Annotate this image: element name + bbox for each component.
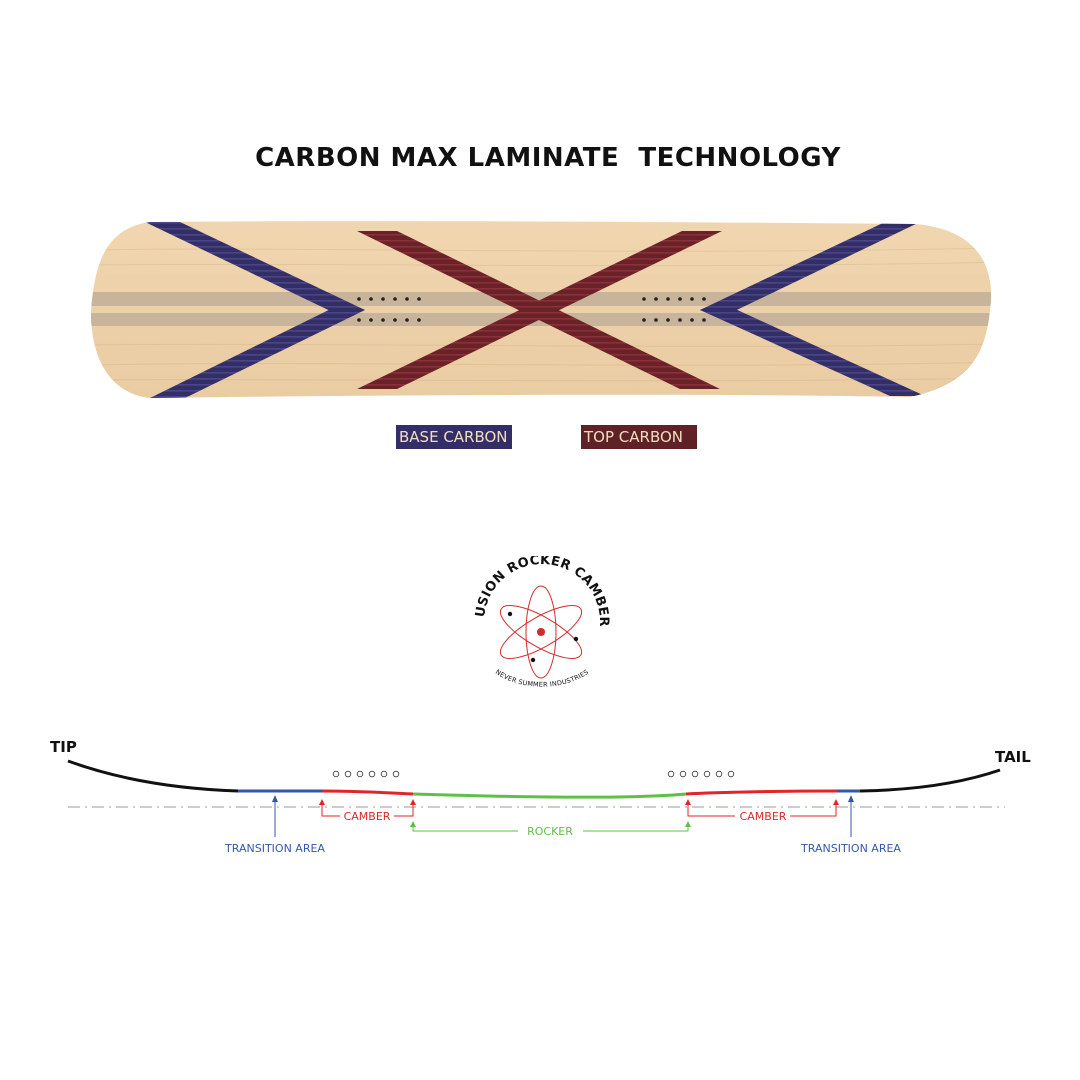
camber-right-label: CAMBER [740, 810, 787, 823]
top-carbon-strip-2 [357, 231, 722, 389]
rocker-label: ROCKER [527, 825, 573, 838]
camber-left-label: CAMBER [344, 810, 391, 823]
transition-left-label: TRANSITION AREA [224, 842, 325, 855]
profile-camber-left [321, 789, 414, 796]
profile-tip-section [67, 759, 239, 793]
profile-tail-section [859, 768, 1001, 793]
transition-right-label: TRANSITION AREA [800, 842, 901, 855]
profile-rocker-center [412, 792, 687, 799]
logo-arc-text: FUSION ROCKER CAMBER [470, 556, 611, 627]
base-carbon-left-upper [145, 222, 365, 318]
profile-camber-right [685, 789, 838, 796]
legend-top-carbon: TOP CARBON [581, 425, 697, 449]
fusion-rocker-camber-logo: FUSION ROCKER CAMBER NEVER SUMMER INDUST… [470, 556, 611, 689]
insert-holes-left [357, 297, 421, 322]
base-carbon-right-upper [700, 222, 920, 318]
camber-right-bracket [687, 803, 837, 817]
atom-icon [499, 585, 583, 679]
tip-label: TIP [50, 738, 77, 756]
base-carbon-right-lower [700, 302, 925, 396]
legend-base-carbon: BASE CARBON [396, 425, 512, 449]
insert-holes-right [642, 297, 706, 322]
binding-holes-left [332, 770, 400, 778]
camber-left-bracket [321, 803, 414, 817]
page-title: CARBON MAX LAMINATE TECHNOLOGY [255, 143, 841, 173]
tail-label: TAIL [995, 748, 1031, 766]
binding-holes-right [667, 770, 735, 778]
rocker-bracket [412, 826, 689, 832]
snowboard-diagram [91, 221, 992, 398]
base-carbon-left-lower [150, 302, 365, 398]
rocker-camber-profile: TIP TAIL CAMBER CAMBER ROCKER TRANSITION… [50, 738, 1031, 855]
